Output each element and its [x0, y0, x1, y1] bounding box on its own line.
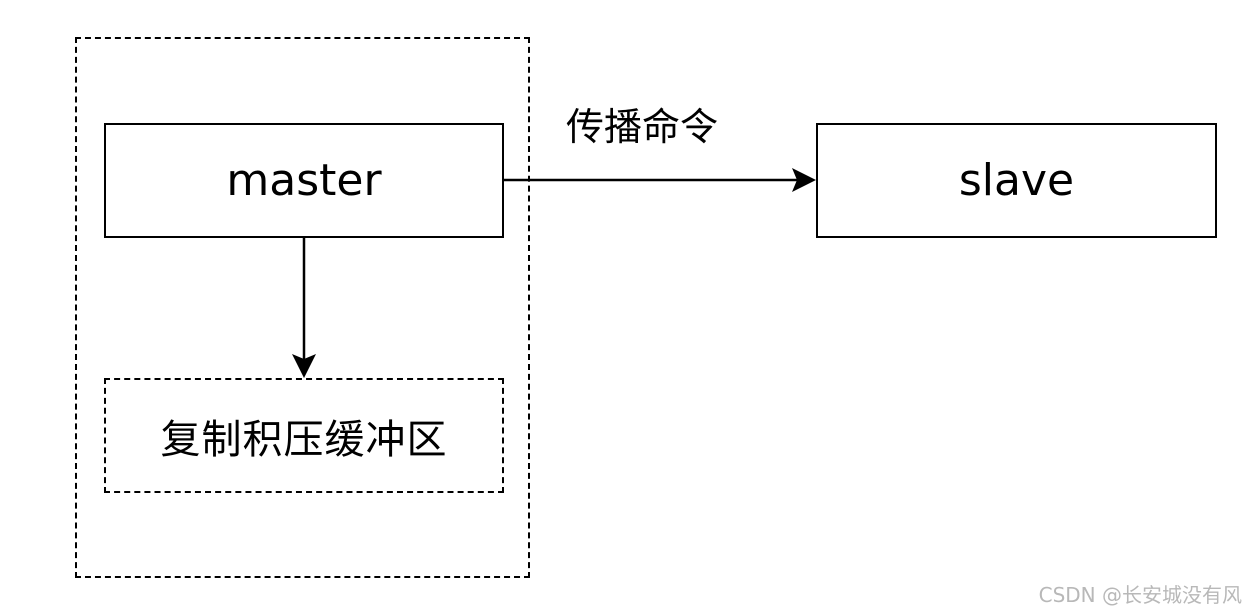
master-to-slave-arrow	[504, 168, 816, 192]
buffer-label: 复制积压缓冲区	[160, 416, 448, 463]
watermark: CSDN @长安城没有风	[1038, 583, 1242, 607]
propagate-command-label: 传播命令	[566, 105, 719, 149]
replication-backlog-buffer-node: 复制积压缓冲区	[104, 378, 504, 493]
master-label: master	[226, 155, 382, 206]
slave-label: slave	[958, 155, 1075, 206]
master-to-buffer-arrow	[292, 238, 316, 378]
master-group-boundary	[75, 37, 530, 578]
master-node: master	[104, 123, 504, 238]
slave-node: slave	[816, 123, 1217, 238]
